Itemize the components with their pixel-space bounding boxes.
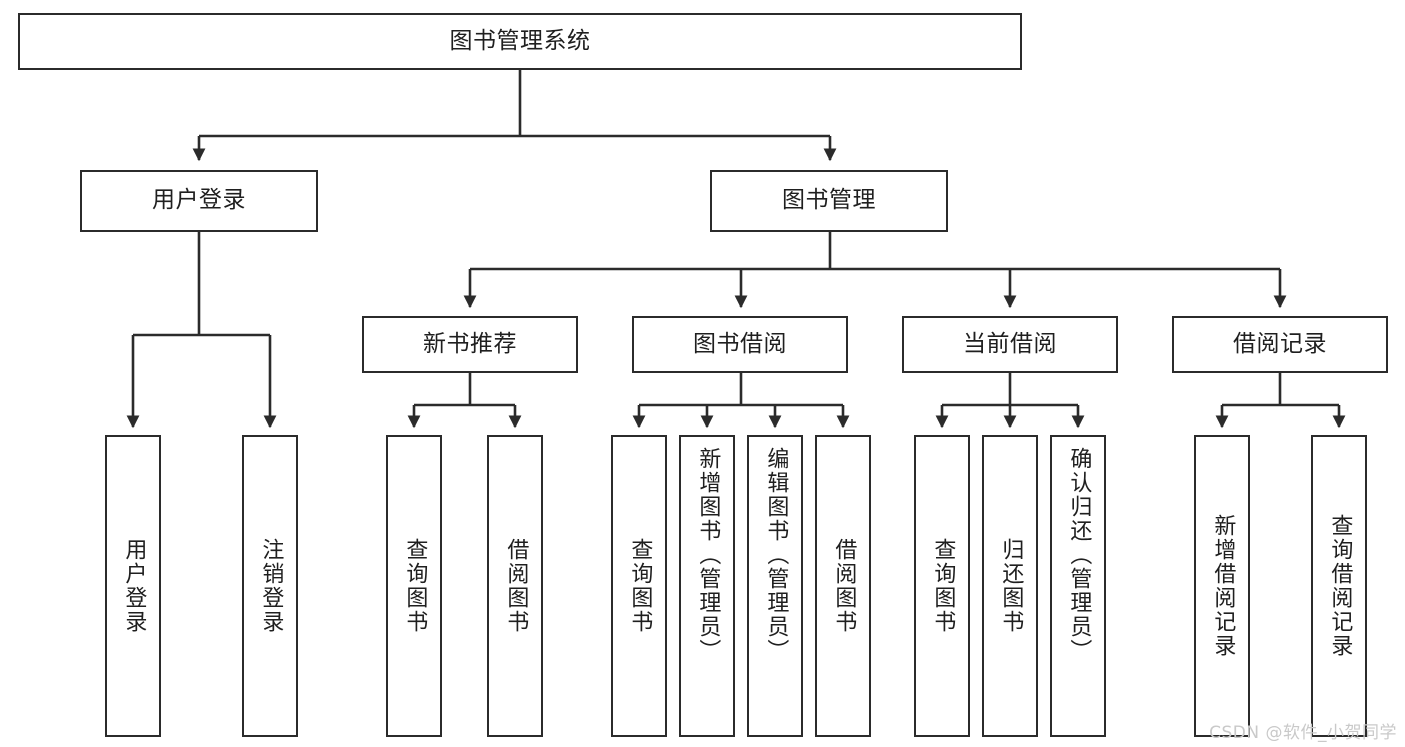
leaf-user-logout[interactable]: 注销登录 bbox=[242, 435, 298, 737]
node-label: 借阅图书 bbox=[831, 538, 857, 634]
node-label: 图书管理 bbox=[782, 187, 876, 214]
node-borrow-record[interactable]: 借阅记录 bbox=[1172, 316, 1388, 373]
watermark: CSDN @软件_小贺同学 bbox=[1209, 723, 1397, 743]
leaf-current-query-book[interactable]: 查询图书 bbox=[914, 435, 970, 737]
node-label: 查询图书 bbox=[930, 538, 956, 634]
leaf-current-confirm-return-admin[interactable]: 确认归还（管理员） bbox=[1050, 435, 1106, 737]
node-label: 借阅图书 bbox=[503, 538, 529, 634]
leaf-borrow-edit-book-admin[interactable]: 编辑图书（管理员） bbox=[747, 435, 803, 737]
leaf-current-return-book[interactable]: 归还图书 bbox=[982, 435, 1038, 737]
node-book-management[interactable]: 图书管理 bbox=[710, 170, 948, 232]
node-label: 查询借阅记录 bbox=[1327, 514, 1353, 658]
node-label: 新增图书（管理员） bbox=[695, 447, 721, 663]
node-label: 用户登录 bbox=[121, 538, 147, 634]
node-label: 查询图书 bbox=[402, 538, 428, 634]
node-user-login[interactable]: 用户登录 bbox=[80, 170, 318, 232]
leaf-borrow-add-book-admin[interactable]: 新增图书（管理员） bbox=[679, 435, 735, 737]
node-label: 归还图书 bbox=[998, 538, 1024, 634]
node-root-system[interactable]: 图书管理系统 bbox=[18, 13, 1022, 70]
node-label: 当前借阅 bbox=[963, 330, 1057, 357]
node-label: 图书管理系统 bbox=[449, 27, 591, 54]
leaf-newbook-borrow-book[interactable]: 借阅图书 bbox=[487, 435, 543, 737]
node-label: 借阅记录 bbox=[1233, 330, 1327, 357]
leaf-borrow-borrow-book[interactable]: 借阅图书 bbox=[815, 435, 871, 737]
node-label: 新增借阅记录 bbox=[1210, 514, 1236, 658]
node-label: 查询图书 bbox=[627, 538, 653, 634]
node-label: 用户登录 bbox=[152, 187, 246, 214]
node-book-borrow[interactable]: 图书借阅 bbox=[632, 316, 848, 373]
leaf-record-query-record[interactable]: 查询借阅记录 bbox=[1311, 435, 1367, 737]
node-current-borrow[interactable]: 当前借阅 bbox=[902, 316, 1118, 373]
node-new-book-recommend[interactable]: 新书推荐 bbox=[362, 316, 578, 373]
leaf-newbook-query-book[interactable]: 查询图书 bbox=[386, 435, 442, 737]
leaf-user-login[interactable]: 用户登录 bbox=[105, 435, 161, 737]
leaf-record-add-record[interactable]: 新增借阅记录 bbox=[1194, 435, 1250, 737]
node-label: 新书推荐 bbox=[423, 330, 517, 357]
node-label: 注销登录 bbox=[258, 538, 284, 634]
leaf-borrow-query-book[interactable]: 查询图书 bbox=[611, 435, 667, 737]
node-label: 编辑图书（管理员） bbox=[763, 447, 789, 663]
node-label: 图书借阅 bbox=[693, 330, 787, 357]
node-label: 确认归还（管理员） bbox=[1066, 447, 1092, 663]
